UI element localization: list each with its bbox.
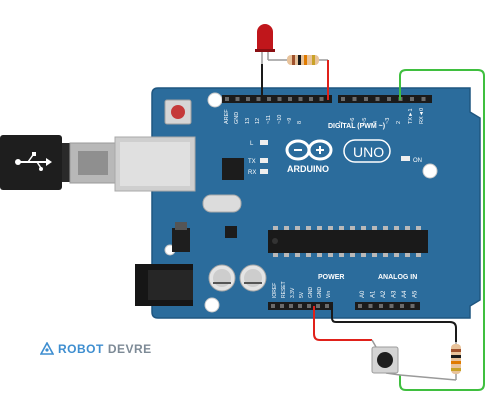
arduino-logo — [285, 139, 333, 161]
led-rx-label: RX — [248, 170, 256, 176]
robot-logo-icon — [40, 342, 54, 355]
power-pin-label: GND — [317, 287, 323, 299]
digital-pin-label: TX►1 — [408, 108, 414, 124]
digital-pin-label: 12 — [255, 118, 261, 124]
usb-cable — [0, 135, 116, 190]
digital-pin-label: 7 — [339, 121, 345, 124]
power-pin-label: Vin — [326, 291, 332, 298]
usb-chip — [222, 158, 244, 180]
power-pin-label: 3.3V — [290, 287, 296, 298]
analog-pin-label: A1 — [371, 290, 377, 298]
wire-black-gnd — [331, 306, 457, 342]
led-l-indicator — [260, 140, 268, 145]
power-header — [268, 302, 420, 310]
gnd-label: GND — [234, 112, 240, 124]
power-pin-label: IOREF — [272, 283, 278, 298]
capacitor — [208, 264, 236, 292]
digital-pin-label: RX◄0 — [419, 108, 425, 124]
arduino-board: L TX RX ON ARDUINO UNO AR — [114, 87, 481, 319]
digital-pin-label: ~11 — [266, 115, 272, 124]
voltage-regulator — [172, 222, 190, 252]
mounting-hole — [422, 163, 438, 179]
digital-pin-label: 8 — [297, 121, 303, 124]
led-on-indicator — [401, 156, 410, 161]
digital-label: DIGITAL (PWM ~) — [328, 123, 385, 130]
power-pin-label: RESET — [281, 281, 287, 298]
mounting-hole — [207, 92, 223, 108]
analog-pin-label: A5 — [413, 290, 419, 298]
power-label: POWER — [318, 274, 344, 281]
digital-pin-label: 13 — [245, 118, 251, 124]
microcontroller-chip — [268, 226, 428, 257]
analog-pin-label: A3 — [392, 290, 398, 298]
small-chip — [225, 226, 237, 238]
digital-pin-label: ~9 — [287, 118, 293, 124]
pulldown-resistor — [399, 342, 461, 381]
watermark-devre: DEVRE — [107, 342, 152, 356]
led-on-label: ON — [413, 158, 422, 164]
wire-green-pin2 — [399, 69, 485, 391]
led-rx-indicator — [260, 169, 268, 174]
digital-pin-label: 4 — [373, 121, 379, 124]
analog-pin-label: A0 — [360, 290, 366, 298]
analog-pin-label: A4 — [402, 290, 408, 298]
crystal-oscillator — [202, 194, 242, 213]
digital-pin-label: ~10 — [277, 115, 283, 124]
digital-header — [222, 95, 432, 103]
red-led — [255, 24, 275, 64]
brand-text: ARDUINO — [287, 164, 329, 174]
analog-pin-label: A2 — [381, 290, 387, 298]
aref-label: AREF — [224, 109, 230, 124]
led-tx-label: TX — [248, 159, 256, 165]
wire-red-5v — [313, 306, 372, 341]
push-button[interactable] — [371, 339, 401, 376]
digital-pin-label: ~3 — [385, 118, 391, 124]
digital-pin-label: ~6 — [350, 118, 356, 124]
analog-label: ANALOG IN — [378, 274, 417, 281]
led-tx-indicator — [260, 158, 268, 163]
digital-pin-label: ~5 — [362, 118, 368, 124]
model-text: UNO — [353, 144, 384, 160]
digital-pin-label: 2 — [396, 121, 402, 124]
mounting-hole — [204, 297, 220, 313]
robotdevre-watermark: ROBOT DEVRE — [40, 342, 152, 356]
dc-power-jack — [135, 264, 193, 306]
watermark-robot: ROBOT — [58, 342, 104, 356]
capacitor — [239, 264, 267, 292]
reset-button[interactable] — [164, 99, 192, 125]
usb-icon — [15, 152, 52, 171]
power-pin-label: 5V — [299, 291, 305, 298]
uno-badge: UNO — [343, 139, 391, 163]
power-pin-label: GND — [308, 287, 314, 299]
led-l-label: L — [250, 141, 254, 147]
led-resistor — [268, 55, 328, 65]
